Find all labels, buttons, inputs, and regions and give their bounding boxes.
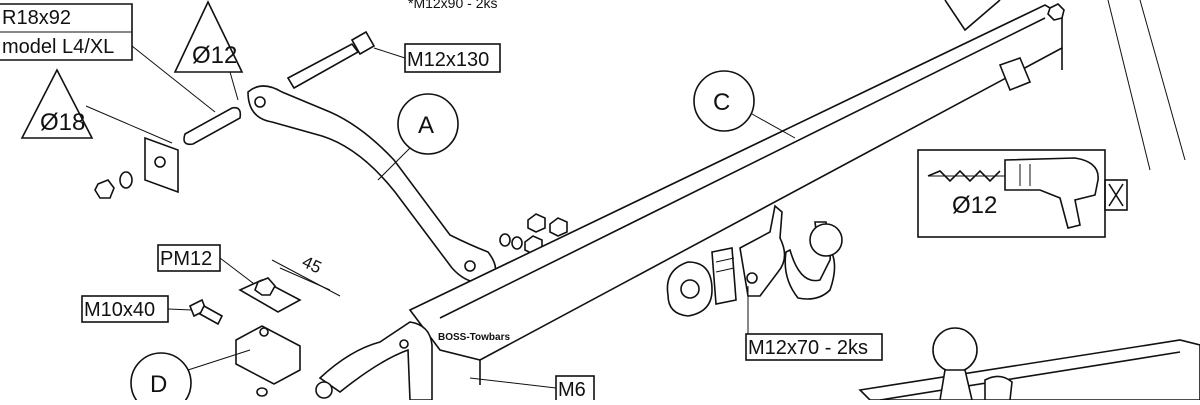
- m12x70-label-box: M12x70 - 2ks: [745, 286, 883, 361]
- callout-d-letter: D: [150, 371, 167, 398]
- bolt-m10x40: [188, 298, 224, 326]
- drill-diameter-label: Ø12: [952, 192, 997, 219]
- clamp-plate: [238, 277, 302, 313]
- dimension-45-label: 45: [299, 252, 324, 277]
- left-plate-assembly: [94, 136, 179, 199]
- model-label: model L4/XL: [2, 36, 114, 58]
- pm12-label: PM12: [160, 248, 212, 270]
- pm12-label-box: PM12: [157, 244, 263, 291]
- dia18-triangle-callout: Ø18: [20, 68, 173, 144]
- m10x40-label: M10x40: [84, 299, 155, 321]
- bottom-right-detail: [858, 327, 1200, 401]
- callout-a-letter: A: [418, 112, 434, 139]
- callout-c: C: [693, 70, 796, 139]
- lower-side-bracket: [315, 321, 433, 401]
- drill-icon: [927, 157, 1099, 229]
- m12x70-label: M12x70 - 2ks: [748, 337, 868, 359]
- right-frame-piece: [944, 0, 1186, 171]
- m10x40-label-box: M10x40: [81, 295, 193, 323]
- bolt-r18-label: R18x92: [2, 7, 71, 29]
- tow-ball-assembly: [739, 204, 843, 300]
- socket-plate: [666, 247, 737, 317]
- cross-mark-icon: [1108, 183, 1124, 207]
- callout-d: D: [130, 349, 251, 405]
- callout-a: A: [397, 93, 459, 155]
- m6-label: M6: [558, 379, 586, 400]
- dia12-top-label: Ø12: [192, 42, 237, 69]
- bolt-r18-label-box: R18x92 model L4/XL: [0, 3, 216, 113]
- dia18-label: Ø18: [40, 109, 85, 136]
- bolt-m12x130-label: M12x130: [407, 49, 489, 71]
- dimension-45: 45: [271, 252, 341, 297]
- bolt-m12x130: M12x130: [286, 30, 501, 90]
- dia12-triangle-callout: Ø12: [173, 0, 244, 101]
- sleeve-pin: [183, 106, 242, 146]
- brand-label: BOSS-Towbars: [438, 332, 510, 343]
- m6-label-box: M6: [469, 375, 595, 403]
- drill-instruction-box: Ø12: [917, 149, 1128, 238]
- main-crossbar-c: [408, 3, 1065, 385]
- top-note: *M12x90 - 2ks: [408, 0, 497, 11]
- bracket-d: [235, 325, 301, 397]
- callout-c-letter: C: [713, 89, 730, 116]
- side-bracket-a: [247, 85, 497, 284]
